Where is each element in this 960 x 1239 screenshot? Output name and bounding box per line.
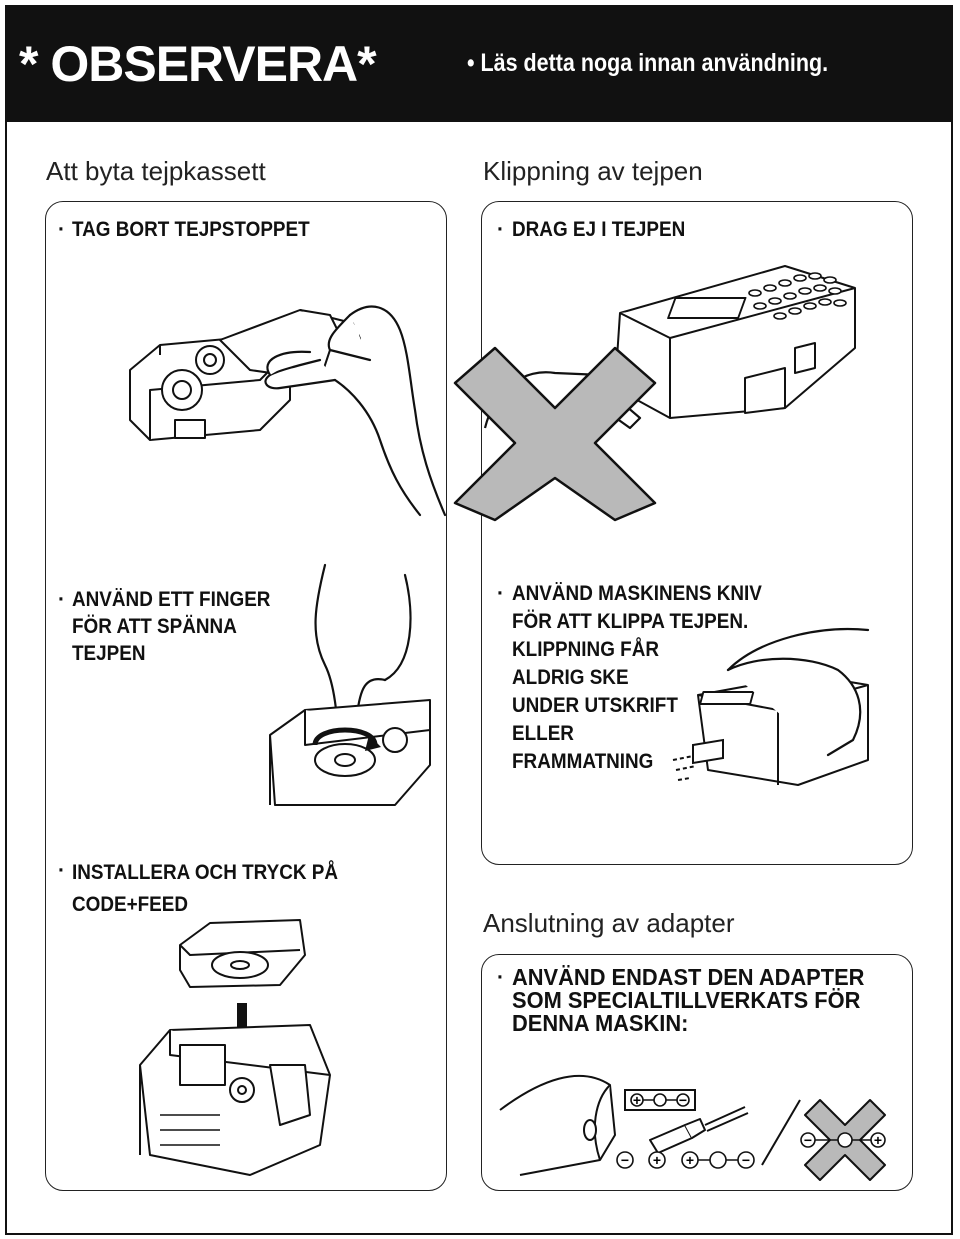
label-printer-icon [499,1074,616,1176]
polarity-symbol-icon: + − [624,1089,696,1111]
section-heading-adapter: Anslutning av adapter [483,908,735,938]
finger-tension-illustration [269,563,431,806]
tape-cassette-icon [179,919,306,988]
hand-icon [264,305,447,517]
instruction-line: ANVÄND ETT FINGER [72,588,271,611]
instruction-line: ALDRIG SKE [512,666,629,689]
bullet-mark: · [58,218,65,241]
instruction-line: DENNA MASKIN: [512,1010,689,1036]
cutter-illustration [672,627,870,786]
instruction-line: FÖR ATT KLIPPA TEJPEN. [512,610,749,633]
cross-mark-icon [453,346,657,522]
polarity-plus-label: + [653,1152,661,1168]
instruction-line: FÖR ATT SPÄNNA [72,615,237,638]
instruction-line: ANVÄND ENDAST DEN ADAPTER [512,964,865,990]
polarity-plus-label: + [686,1152,694,1168]
bullet-mark: · [497,966,504,989]
instruction-line: SOM SPECIALTILLVERKATS FÖR [512,987,861,1013]
polarity-minus-label: − [742,1152,750,1168]
adapter-illustration: + − − + + − − + [499,1074,886,1181]
polarity-minus-label: − [679,1092,687,1108]
label-printer-icon [139,1024,331,1176]
polarity-plus-label: + [874,1132,882,1148]
label-printer-icon [614,265,856,419]
instruction-line: ELLER [512,722,574,745]
instruction-line: UNDER UTSKRIFT [512,694,678,717]
instruction-line: TAG BORT TEJPSTOPPET [72,218,310,241]
header-note: • Läs detta noga innan användning. [467,49,829,77]
instruction-line: TEJPEN [72,642,146,665]
instruction-line: FRAMMATNING [512,750,654,773]
instruction-line: KLIPPNING FÅR [512,638,660,661]
bullet-mark: · [497,582,504,605]
section-heading-tape-change: Att byta tejpkassett [46,156,266,186]
polarity-symbol-icon: − + [800,1132,886,1148]
cassette-stopper-illustration [129,305,447,517]
instruction-line: DRAG EJ I TEJPEN [512,218,686,241]
polarity-symbol-icon: + − [681,1151,755,1169]
page-title: * OBSERVERA* [19,36,377,92]
instruction-line: CODE+FEED [72,893,189,916]
header-bar: * OBSERVERA* • Läs detta noga innan anvä… [5,5,953,122]
polarity-minus-label: − [621,1152,629,1168]
polarity-minus-label: − [804,1132,812,1148]
tape-cassette-icon [269,699,431,806]
instruction-line: INSTALLERA OCH TRYCK PÅ [72,861,339,884]
no-pull-illustration [453,265,856,522]
adapter-plug-icon [649,1106,749,1154]
polarity-plus-label: + [633,1092,641,1108]
instruction-line: ANVÄND MASKINENS KNIV [512,582,762,605]
install-illustration [139,919,331,1176]
bullet-mark: · [497,218,504,241]
section-heading-tape-cut: Klippning av tejpen [483,156,703,186]
bullet-mark: · [58,588,65,611]
hand-icon [726,627,870,757]
polarity-symbol-icon: − + [616,1151,666,1169]
bullet-mark: · [58,859,65,882]
